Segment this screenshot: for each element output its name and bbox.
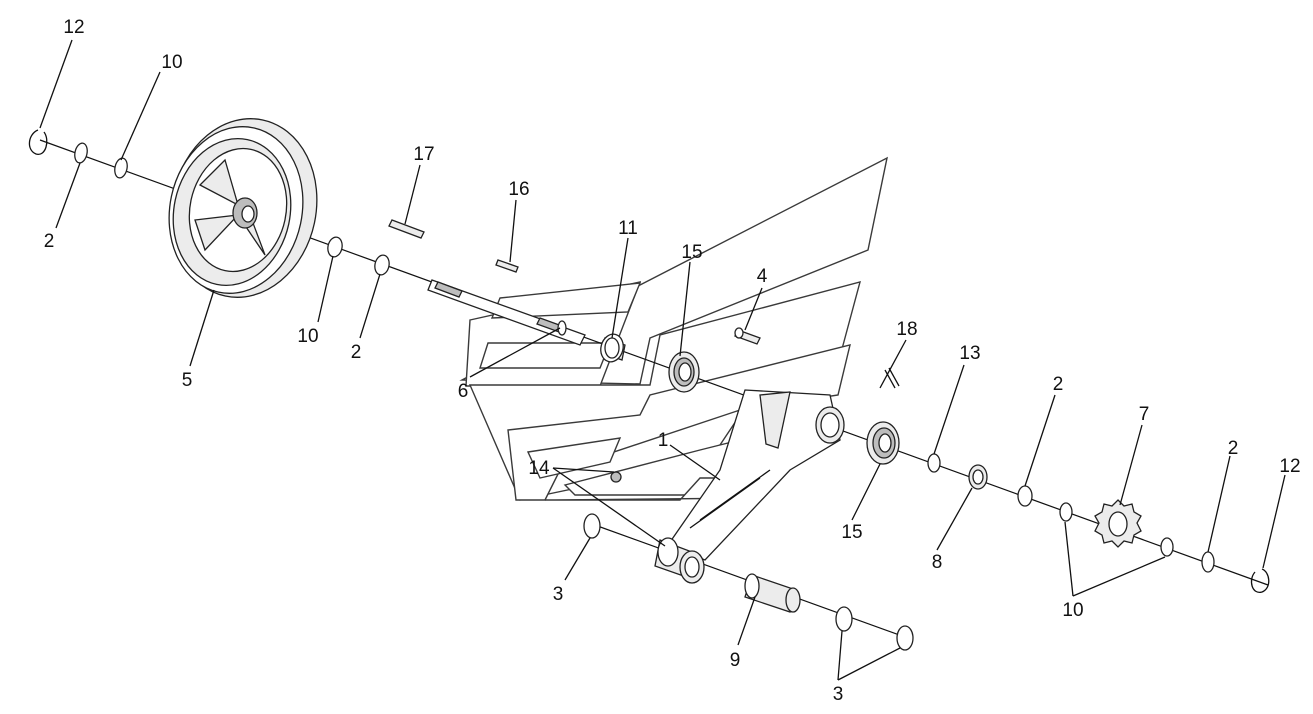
callout-11: 11 [618,218,638,239]
part-13-ring [927,453,941,473]
callout-2: 2 [1228,438,1239,459]
part-12-circlip-left [28,129,48,155]
callout-labels: 12 10 2 17 16 11 15 4 10 2 5 6 18 13 2 7… [44,17,1301,705]
callout-6: 6 [458,381,469,402]
part-10-ring-b [327,236,343,258]
callout-12: 12 [63,17,84,38]
callout-9: 9 [730,650,741,671]
part-2-washer-b [374,254,390,276]
part-18-pin [884,367,900,389]
callout-7: 7 [1139,404,1150,425]
part-17-key [388,219,425,239]
callout-2: 2 [351,342,362,363]
callout-14: 14 [528,458,550,479]
part-10-ring-d [1160,537,1174,557]
callout-10: 10 [161,52,182,73]
callout-2: 2 [1053,374,1064,395]
callout-4: 4 [757,266,768,287]
callout-1: 1 [658,430,669,451]
part-10-ring-a [114,157,128,179]
part-9-sleeve [744,573,801,613]
callout-3: 3 [553,584,564,605]
callout-17: 17 [413,144,434,165]
part-10-ring-c [1059,502,1073,522]
callout-15: 15 [681,242,702,263]
part-3-ring-c [896,625,914,651]
callout-15: 15 [841,522,862,543]
part-7-sprocket [1094,499,1142,548]
callout-16: 16 [508,179,529,200]
part-1-pivot-tube [654,537,705,584]
part-15-bearing-a [668,351,700,393]
part-1-arm [667,389,845,561]
callout-12: 12 [1279,456,1300,477]
callout-10: 10 [1062,600,1083,621]
callout-2: 2 [44,231,55,252]
part-2-washer-d [1201,551,1215,573]
part-2-washer-a [74,142,88,164]
callout-10: 10 [297,326,318,347]
callout-8: 8 [932,552,943,573]
part-5-pulley [168,118,318,298]
callout-13: 13 [959,343,980,364]
part-3-ring-a [583,513,601,539]
part-15-bearing-b [866,421,900,465]
part-3-ring-b [835,606,853,632]
callout-5: 5 [182,370,193,391]
part-8-spacer [968,464,988,490]
part-11-bushing [600,333,626,363]
leader-lines [39,39,1286,681]
callout-18: 18 [896,319,917,340]
part-2-washer-c [1017,485,1033,507]
part-4-bolt [734,327,761,345]
part-16-key [495,259,519,273]
part-12-circlip-right [1250,568,1270,593]
part-14-grease-fitting [610,471,622,483]
part-6-shaft [427,279,586,346]
callout-3: 3 [833,684,844,705]
